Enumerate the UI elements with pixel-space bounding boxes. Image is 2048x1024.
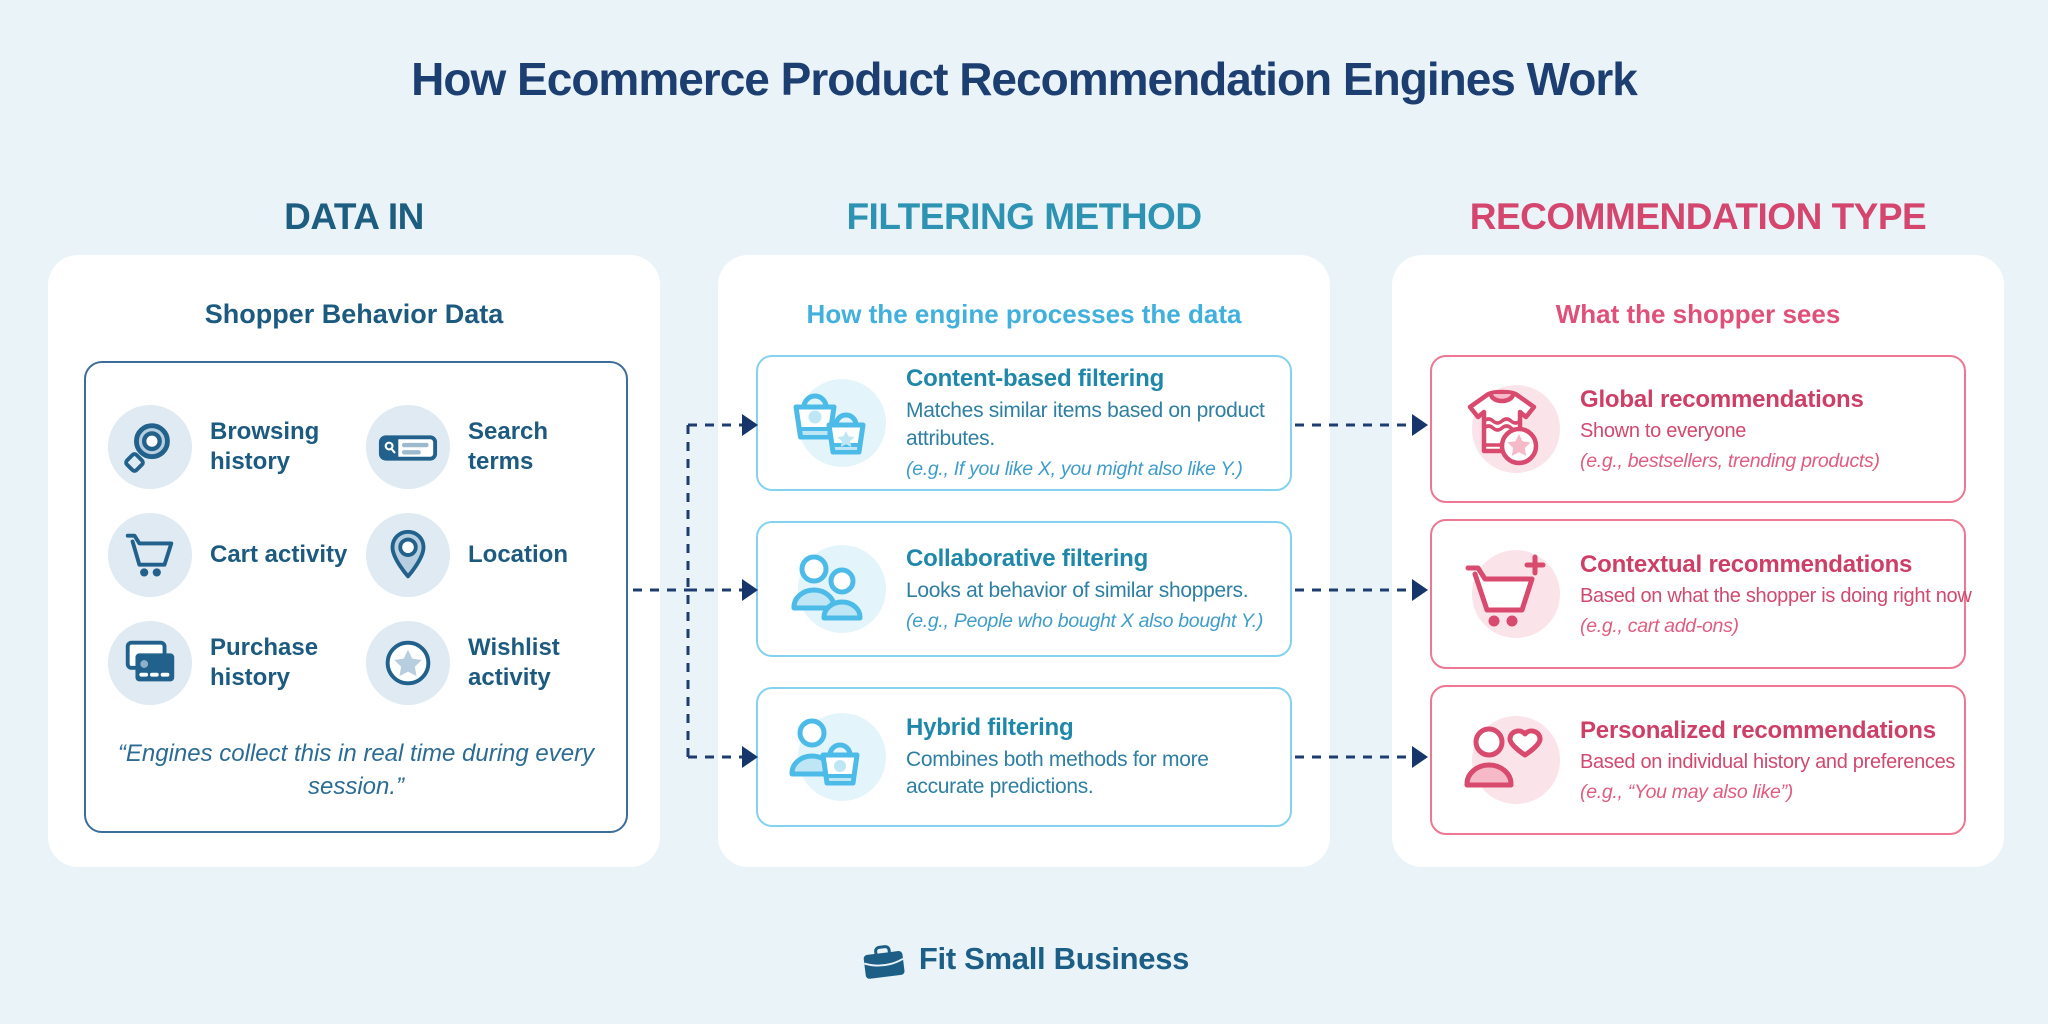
- filtering-subtitle: How the engine processes the data: [806, 299, 1242, 329]
- card-example: (e.g., If you like X, you might also lik…: [906, 457, 1243, 480]
- card-text: Hybrid filtering Combines both methods f…: [894, 714, 1274, 801]
- data-item-purchase-history: Purchase history: [108, 621, 360, 705]
- card-title: Content-based filtering: [906, 365, 1165, 393]
- data-item-label: Wishlist activity: [468, 634, 560, 691]
- card-global-recommendations: Global recommendations Shown to everyone…: [1430, 355, 1966, 503]
- location-pin-icon: [366, 513, 450, 597]
- cart-plus-icon: [1452, 536, 1568, 652]
- card-personalized-recommendations: Personalized recommendations Based on in…: [1430, 685, 1966, 835]
- column-header-data-in: DATA IN: [284, 196, 424, 237]
- data-item-location: Location: [366, 513, 618, 597]
- data-item-wishlist-activity: Wishlist activity: [366, 621, 618, 705]
- shopper-behavior-box: Browsing history Search terms: [84, 361, 628, 833]
- card-title: Hybrid filtering: [906, 713, 1074, 741]
- card-text: Global recommendations Shown to everyone…: [1568, 386, 1880, 473]
- recommendation-type-panel: What the shopper sees Global recom: [1392, 255, 2004, 867]
- card-contextual-recommendations: Contextual recommendations Based on what…: [1430, 519, 1972, 669]
- card-title: Contextual recommendations: [1580, 550, 1913, 578]
- data-in-quote: “Engines collect this in real time durin…: [117, 740, 595, 800]
- card-description: Matches similar items based on product a…: [906, 399, 1265, 450]
- data-item-browsing-history: Browsing history: [108, 405, 360, 489]
- person-with-bag-icon: [778, 699, 894, 815]
- card-hybrid-filtering: Hybrid filtering Combines both methods f…: [756, 687, 1292, 827]
- card-example: (e.g., cart add-ons): [1580, 614, 1739, 637]
- filtering-method-panel: How the engine processes the data: [718, 255, 1330, 867]
- data-item-label: Cart activity: [210, 541, 348, 568]
- credit-cards-icon: [108, 621, 192, 705]
- shopping-bags-icon: [778, 365, 894, 481]
- card-example: (e.g., “You may also like”): [1580, 780, 1793, 803]
- column-header-recommendation-type: RECOMMENDATION TYPE: [1469, 196, 1927, 237]
- card-title: Collaborative filtering: [906, 544, 1149, 572]
- card-text: Personalized recommendations Based on in…: [1568, 716, 1956, 804]
- card-example: (e.g., People who bought X also bought Y…: [906, 610, 1264, 633]
- card-title: Global recommendations: [1580, 385, 1864, 413]
- data-in-panel: Shopper Behavior Data Browsing history: [48, 255, 660, 867]
- brand-footer: Fit Small Business: [0, 938, 2048, 980]
- card-text: Content-based filtering Matches similar …: [894, 365, 1274, 481]
- data-items-grid: Browsing history Search terms: [108, 405, 618, 705]
- page-title: How Ecommerce Product Recommendation Eng…: [411, 53, 1638, 105]
- person-heart-icon: [1452, 702, 1568, 818]
- briefcase-icon: [863, 945, 905, 979]
- recommendation-subtitle: What the shopper sees: [1555, 299, 1841, 329]
- data-item-search-terms: Search terms: [366, 405, 618, 489]
- card-title: Personalized recommendations: [1580, 716, 1936, 744]
- card-description: Shown to everyone: [1580, 419, 1747, 442]
- card-text: Contextual recommendations Based on what…: [1568, 550, 1972, 638]
- card-description: Based on what the shopper is doing right…: [1580, 584, 1972, 607]
- card-description: Based on individual history and preferen…: [1580, 750, 1956, 773]
- magnifier-icon: [108, 405, 192, 489]
- card-collaborative-filtering: Collaborative filtering Looks at behavio…: [756, 521, 1292, 657]
- column-header-filtering-method: FILTERING METHOD: [846, 196, 1202, 237]
- cart-icon: [108, 513, 192, 597]
- card-description: Looks at behavior of similar shoppers.: [906, 578, 1249, 602]
- data-item-label: Purchase history: [210, 634, 319, 691]
- data-item-label: Search terms: [468, 418, 549, 475]
- card-description: Combines both methods for more accurate …: [906, 747, 1209, 798]
- search-bar-icon: [366, 405, 450, 489]
- two-shoppers-icon: [778, 531, 894, 647]
- card-example: (e.g., bestsellers, trending products): [1580, 449, 1880, 472]
- card-text: Collaborative filtering Looks at behavio…: [894, 545, 1263, 633]
- data-in-subtitle: Shopper Behavior Data: [204, 299, 504, 329]
- card-content-based-filtering: Content-based filtering Matches similar …: [756, 355, 1292, 491]
- data-item-label: Location: [468, 541, 568, 568]
- data-item-label: Browsing history: [210, 418, 320, 475]
- star-badge-icon: [366, 621, 450, 705]
- sweater-star-icon: [1452, 371, 1568, 487]
- data-item-cart-activity: Cart activity: [108, 513, 360, 597]
- brand-name: Fit Small Business: [918, 941, 1190, 976]
